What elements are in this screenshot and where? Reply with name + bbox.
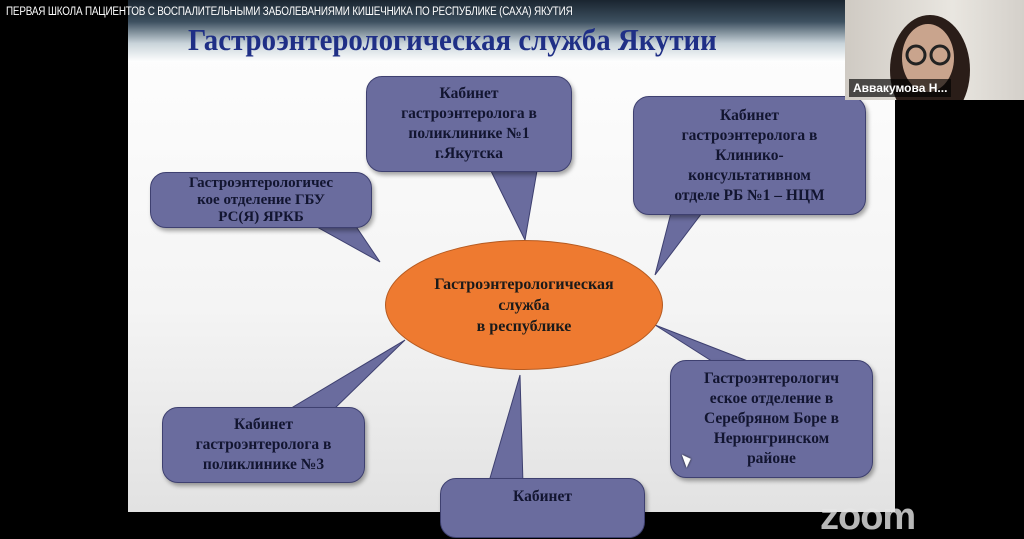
bubble-line: Клинико- (715, 146, 784, 164)
bubble-line: Серебряном Боре в (703, 410, 840, 427)
bubble-line: поликлинике №3 (202, 456, 325, 473)
bubble-bottom-cabinet: Кабинет (440, 478, 645, 538)
slide-header-band (128, 0, 895, 62)
participant-name: Аввакумова Н... (849, 79, 952, 97)
meeting-title: ПЕРВАЯ ШКОЛА ПАЦИЕНТОВ С ВОСПАЛИТЕЛЬНЫМИ… (6, 6, 573, 18)
center-line: служба (498, 296, 550, 314)
bubble-line: Нерюнгринском (713, 430, 830, 447)
bubble-tail (487, 374, 524, 486)
center-ellipse: Гастроэнтерологическая служба в республи… (385, 240, 663, 370)
center-line: Гастроэнтерологическая (434, 275, 614, 293)
bubble-line: Гастроэнтерологич (704, 370, 839, 387)
bubble-yarkb: Гастроэнтерологичес кое отделение ГБУ РС… (150, 172, 372, 228)
bubble-line: Кабинет (513, 488, 572, 505)
bubble-line: отделе РБ №1 – НЦМ (674, 186, 825, 204)
bubble-line: гастроэнтеролога в (401, 105, 537, 122)
center-line: в республике (476, 317, 572, 335)
bubble-line: Кабинет (234, 416, 293, 433)
bubble-line: гастроэнтеролога в (681, 126, 818, 144)
bubble-polyclinic-3: Кабинет гастроэнтеролога в поликлинике №… (162, 407, 365, 483)
bubble-rb1-ncm: Кабинет гастроэнтеролога в Клинико- конс… (633, 96, 866, 215)
zoom-watermark: zoom (820, 496, 916, 538)
slide-title: Гастроэнтерологическая служба Якутии (188, 22, 717, 57)
bubble-line: поликлинике №1 (408, 125, 530, 142)
participant-avatar-icon (890, 15, 970, 125)
bubble-tail (306, 221, 381, 263)
bubble-line: кое отделение ГБУ (197, 191, 325, 208)
bubble-line: Кабинет (439, 85, 499, 102)
bubble-line: гастроэнтеролога в (195, 436, 332, 453)
bubble-line: еское отделение в (709, 390, 834, 407)
bubble-line: РС(Я) ЯРКБ (218, 208, 304, 225)
bubble-line: Кабинет (720, 106, 779, 124)
bubble-line: Гастроэнтерологичес (188, 174, 334, 191)
bubble-serebryany-bor: Гастроэнтерологич еское отделение в Сере… (670, 360, 873, 478)
bubble-tail (654, 324, 759, 366)
bubble-tail (286, 339, 406, 411)
bubble-line: г.Якутска (435, 145, 503, 162)
bubble-tail (487, 164, 539, 242)
bubble-line: районе (747, 450, 796, 467)
bubble-tail (654, 204, 710, 276)
bubble-polyclinic-1: Кабинет гастроэнтеролога в поликлинике №… (366, 76, 572, 172)
bubble-line: консультативном (688, 166, 811, 184)
